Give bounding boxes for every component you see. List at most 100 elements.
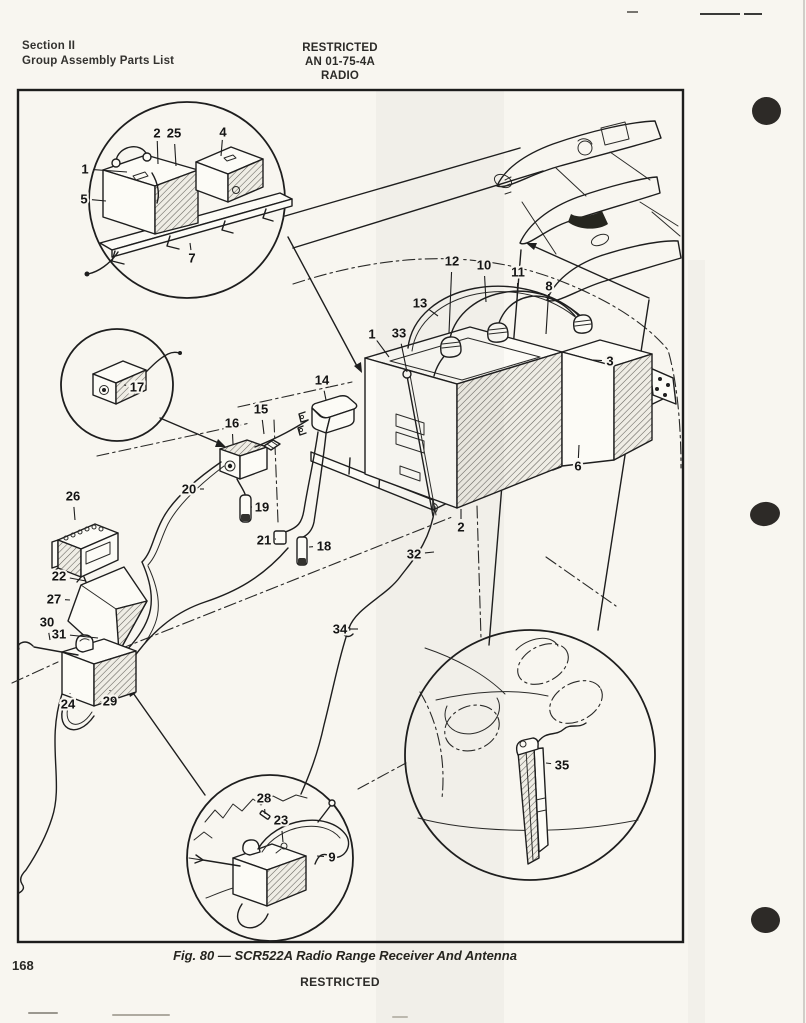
callout-14: 14: [315, 373, 330, 388]
callout-27: 27: [47, 592, 61, 607]
callout-4: 4: [219, 125, 227, 140]
callout-29: 29: [103, 694, 117, 709]
callout-32: 32: [407, 547, 421, 562]
callout-3: 3: [606, 354, 613, 369]
callout-19: 19: [255, 500, 269, 515]
callout-34: 34: [333, 622, 348, 637]
cable-arcs: [407, 285, 584, 377]
callout-18: 18: [317, 539, 331, 554]
scan-edge-mark: [700, 13, 740, 15]
cockpit-canopy: [568, 211, 608, 229]
callout-leader-1: [376, 340, 390, 358]
callout-33: 33: [392, 326, 406, 341]
callout-8: 8: [545, 279, 552, 294]
callout-leader-35: [545, 762, 552, 765]
inset-antenna-mast-detail: [404, 629, 656, 881]
callout-21: 21: [257, 533, 271, 548]
callout-6: 6: [574, 459, 581, 474]
callout-10: 10: [477, 258, 491, 273]
callout-29: 29: [103, 694, 117, 709]
callout-2: 2: [457, 520, 464, 535]
header-section-block: Section II Group Assembly Parts List: [22, 39, 174, 69]
inset-circle: [186, 774, 354, 942]
cable-loop-24: [61, 699, 95, 731]
callout-30: 30: [40, 615, 54, 630]
callout-leader-31: [69, 634, 99, 639]
aircraft-left-boom: [496, 120, 662, 188]
callout-32: 32: [407, 547, 421, 562]
header-doc-subject: RADIO: [320, 70, 360, 82]
callout-leader-23: [281, 830, 284, 843]
callout-15: 15: [254, 402, 268, 417]
cable-plugs: [440, 314, 593, 358]
callout-25: 25: [167, 126, 181, 141]
callout-31: 31: [52, 627, 66, 642]
callout-10: 10: [477, 258, 491, 273]
callout-12: 12: [445, 254, 459, 269]
callout-leader-30: [48, 632, 51, 641]
part-23: [280, 842, 288, 850]
callout-1: 1: [368, 327, 375, 342]
holddown-rod: [406, 375, 434, 517]
callout-24: 24: [61, 697, 76, 712]
inset-dual-unit-rack: [84, 101, 293, 299]
cable-bundle-20: [121, 419, 309, 660]
callout-leader-6: [577, 444, 580, 459]
callout-30: 30: [40, 615, 54, 630]
callout-15: 15: [254, 402, 268, 417]
header-doc-block: RESTRICTED AN 01-75-4A RADIO: [270, 41, 410, 83]
callout-leader-2: [156, 140, 159, 165]
inset-antenna-junction-detail: [186, 774, 354, 942]
scan-smudge: [112, 1014, 170, 1016]
header-section: Section II: [22, 40, 76, 52]
callout-leader-8: [545, 293, 550, 335]
callout-16: 16: [225, 416, 239, 431]
screw-28: [259, 810, 271, 820]
aircraft-nacelle: [519, 176, 661, 245]
scan-smudge: [28, 1012, 58, 1014]
callout-28: 28: [257, 791, 271, 806]
callout-leader-3: [592, 359, 603, 362]
arrowhead: [526, 243, 537, 250]
phantom-lines: [11, 258, 682, 790]
callout-19: 19: [255, 500, 269, 515]
callout-22: 22: [52, 569, 66, 584]
callout-leader-33: [400, 343, 408, 373]
arrowhead: [215, 439, 226, 447]
arrowhead: [354, 362, 362, 373]
scan-edge-mark: [627, 11, 638, 13]
callout-18: 18: [317, 539, 331, 554]
callout-leader-11: [516, 282, 519, 301]
callout-2: 2: [153, 126, 160, 141]
scan-edge-mark: [744, 13, 762, 15]
terminal-box-26: [51, 523, 119, 602]
callout-5: 5: [80, 192, 87, 207]
callout-22: 22: [52, 569, 66, 584]
switch-17: [92, 351, 182, 405]
page-edge-line: [803, 0, 805, 1023]
callout-leader-14: [323, 390, 327, 401]
callout-leader-22: [69, 577, 87, 582]
callout-9: 9: [328, 850, 335, 865]
rod-30: [33, 646, 79, 656]
connector-21: [273, 530, 287, 545]
callout-6: 6: [574, 459, 581, 474]
callout-17: 17: [130, 380, 144, 395]
junction-box-14: [297, 395, 358, 436]
callout-34: 34: [333, 622, 348, 637]
elbow-fitting: [75, 634, 94, 653]
callout-16: 16: [225, 416, 239, 431]
callout-31: 31: [52, 627, 66, 642]
callout-20: 20: [182, 482, 196, 497]
callout-13: 13: [413, 296, 427, 311]
scan-smudge: [392, 1016, 408, 1018]
callout-1: 1: [368, 327, 375, 342]
inset-circle: [404, 629, 656, 881]
callout-leader-1: [92, 169, 128, 173]
figure-border: [16, 88, 685, 944]
aircraft-silhouette: [493, 120, 682, 302]
connector-15: [263, 439, 281, 451]
